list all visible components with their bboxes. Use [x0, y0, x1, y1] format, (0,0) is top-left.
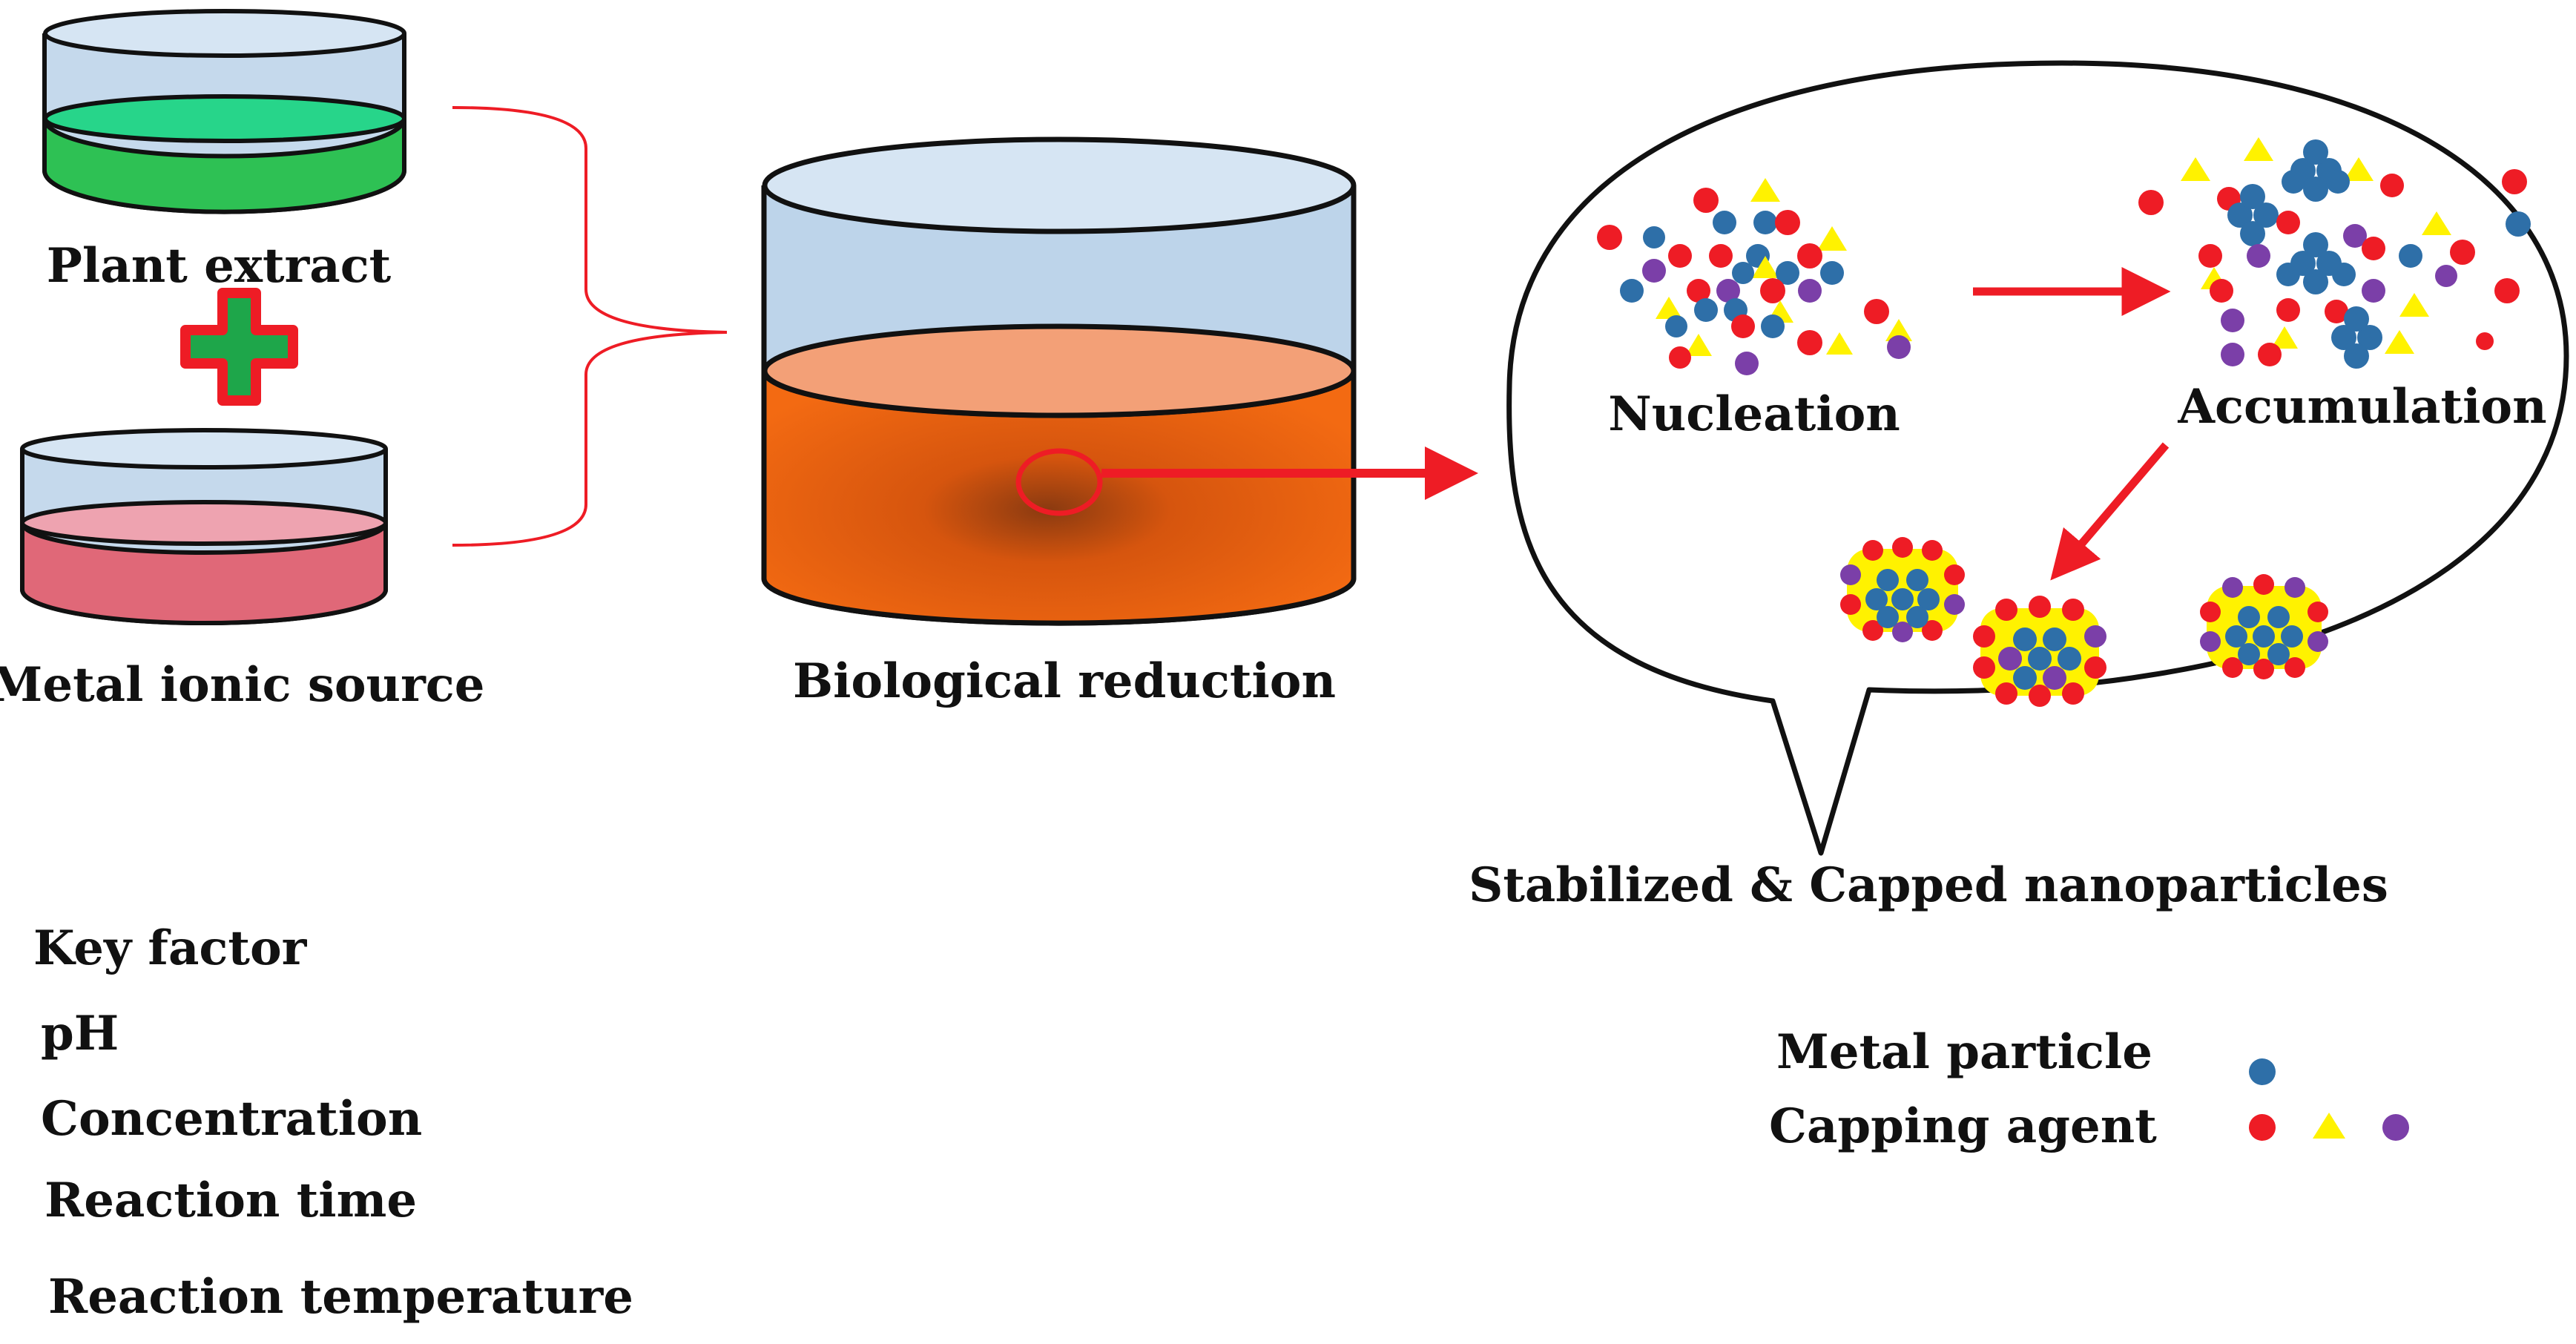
nucleation-label: Nucleation	[1608, 386, 1900, 442]
accumulation-label: Accumulation	[2177, 379, 2546, 435]
metal-ionic-source-label: Metal ionic source	[0, 657, 484, 713]
legend-metal-particle-swatch	[2249, 1058, 2276, 1085]
accumulation-particle-cluster	[2138, 137, 2531, 369]
capped-nanoparticle-3	[2200, 574, 2328, 679]
combine-brace	[452, 106, 728, 547]
key-factor-item: Reaction temperature	[48, 1269, 633, 1325]
biological-reduction-label: Biological reduction	[793, 653, 1336, 709]
key-factor-item: pH	[41, 1006, 119, 1061]
biological-reduction-beaker	[761, 136, 1357, 626]
sample-highlight-circle	[1015, 448, 1103, 516]
legend-metal-particle-label: Metal particle	[1776, 1024, 2152, 1080]
capped-nanoparticle-2	[1973, 596, 2106, 707]
metal-ionic-source-beaker	[20, 428, 388, 625]
legend-capping-red-swatch	[2249, 1114, 2276, 1141]
nucleation-particle-cluster	[1597, 178, 1912, 375]
plant-extract-beaker	[42, 9, 406, 214]
capped-nanoparticle-1	[1840, 537, 1965, 642]
key-factor-heading: Key factor	[33, 920, 308, 976]
key-factor-item: Reaction time	[45, 1173, 417, 1228]
magnified-view-bubble	[1506, 60, 2569, 856]
legend-capping-yellow-swatch	[2313, 1113, 2345, 1139]
legend: Metal particle Capping agent	[1769, 1024, 2409, 1154]
legend-capping-agent-label: Capping agent	[1769, 1098, 2157, 1154]
accumulation-to-capped-arrow	[2050, 442, 2170, 581]
plant-extract-label: Plant extract	[47, 238, 392, 294]
stabilized-capped-label: Stabilized & Capped nanoparticles	[1469, 857, 2388, 913]
legend-capping-purple-swatch	[2382, 1114, 2409, 1141]
key-factors-list: Key factor pH Concentration Reaction tim…	[33, 920, 633, 1325]
key-factor-item: Concentration	[41, 1091, 422, 1147]
plus-icon	[180, 288, 298, 406]
